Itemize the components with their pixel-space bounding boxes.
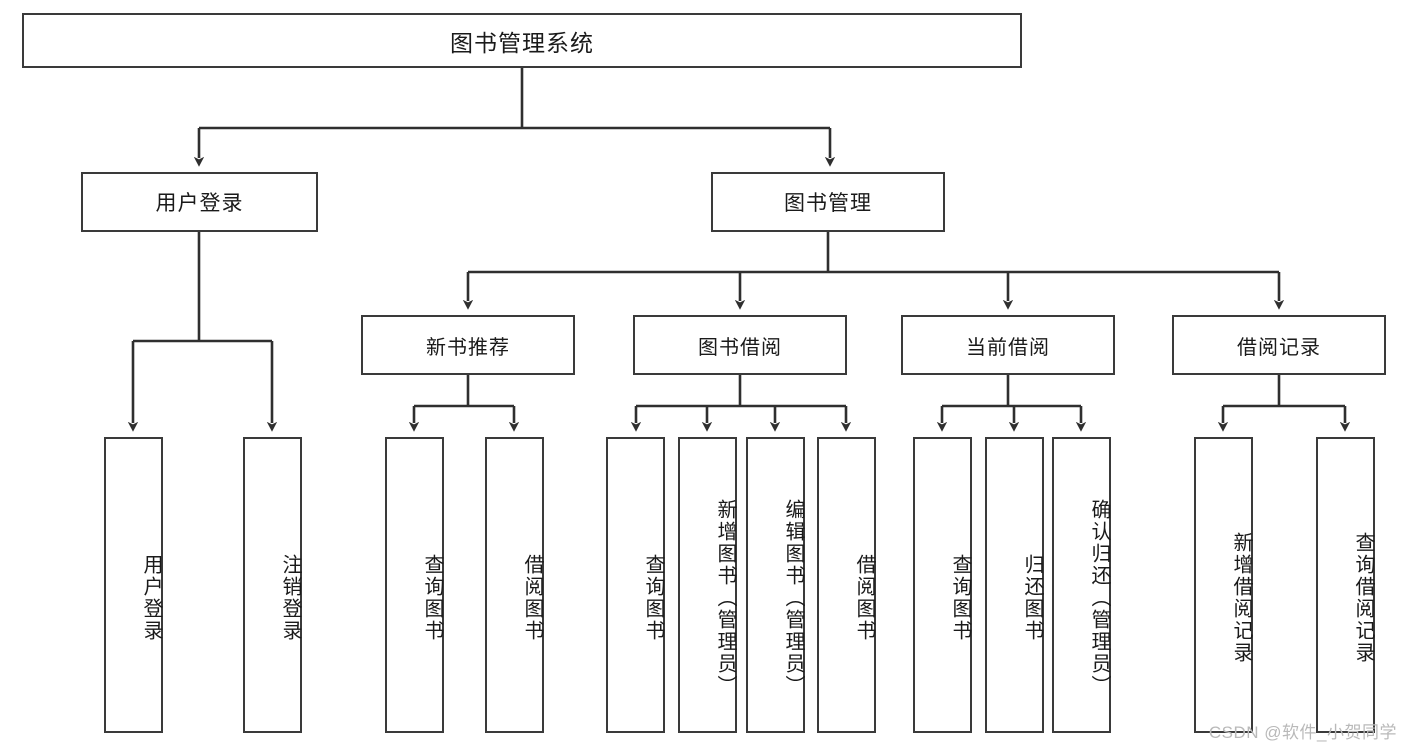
node-label: 借阅图书 <box>853 554 875 642</box>
node-label: 查询图书 <box>421 554 443 642</box>
node-root-system[interactable]: 图书管理系统 <box>22 13 1022 68</box>
node-label: 用户登录 <box>155 192 244 215</box>
leaf-user-login-logout[interactable]: 注销登录 <box>243 437 302 733</box>
node-label: 借阅记录 <box>1237 336 1321 359</box>
node-label: 注销登录 <box>279 554 301 642</box>
node-label: 编辑图书（管理员） <box>782 499 804 697</box>
leaf-borrow-edit-book[interactable]: 编辑图书（管理员） <box>746 437 805 733</box>
node-book-borrow[interactable]: 图书借阅 <box>633 315 847 375</box>
leaf-user-login-login[interactable]: 用户登录 <box>104 437 163 733</box>
node-user-login[interactable]: 用户登录 <box>81 172 318 232</box>
node-current-borrow[interactable]: 当前借阅 <box>901 315 1115 375</box>
node-label: 图书借阅 <box>698 336 782 359</box>
node-label: 查询图书 <box>949 554 971 642</box>
node-label: 新书推荐 <box>426 336 510 359</box>
node-label: 当前借阅 <box>966 336 1050 359</box>
node-new-book-recommend[interactable]: 新书推荐 <box>361 315 575 375</box>
node-label: 新增图书（管理员） <box>714 499 736 697</box>
leaf-current-query-book[interactable]: 查询图书 <box>913 437 972 733</box>
leaf-recommend-borrow-book[interactable]: 借阅图书 <box>485 437 544 733</box>
node-book-management[interactable]: 图书管理 <box>711 172 945 232</box>
watermark-csdn: CSDN @软件_小贺同学 <box>1208 723 1397 742</box>
leaf-borrow-add-book[interactable]: 新增图书（管理员） <box>678 437 737 733</box>
node-borrow-record[interactable]: 借阅记录 <box>1172 315 1386 375</box>
node-label: 新增借阅记录 <box>1230 532 1252 664</box>
leaf-borrow-query-book[interactable]: 查询图书 <box>606 437 665 733</box>
leaf-current-confirm-return[interactable]: 确认归还（管理员） <box>1052 437 1111 733</box>
leaf-recommend-query-book[interactable]: 查询图书 <box>385 437 444 733</box>
node-label: 借阅图书 <box>521 554 543 642</box>
node-label: 图书管理系统 <box>450 29 594 56</box>
node-label: 归还图书 <box>1021 554 1043 642</box>
node-label: 确认归还（管理员） <box>1088 499 1110 697</box>
leaf-current-return-book[interactable]: 归还图书 <box>985 437 1044 733</box>
leaf-record-query-record[interactable]: 查询借阅记录 <box>1316 437 1375 733</box>
node-label: 查询图书 <box>642 554 664 642</box>
node-label: 图书管理 <box>784 192 872 215</box>
leaf-record-add-record[interactable]: 新增借阅记录 <box>1194 437 1253 733</box>
leaf-borrow-borrow-book[interactable]: 借阅图书 <box>817 437 876 733</box>
node-label: 查询借阅记录 <box>1352 532 1374 664</box>
node-label: 用户登录 <box>140 554 162 642</box>
